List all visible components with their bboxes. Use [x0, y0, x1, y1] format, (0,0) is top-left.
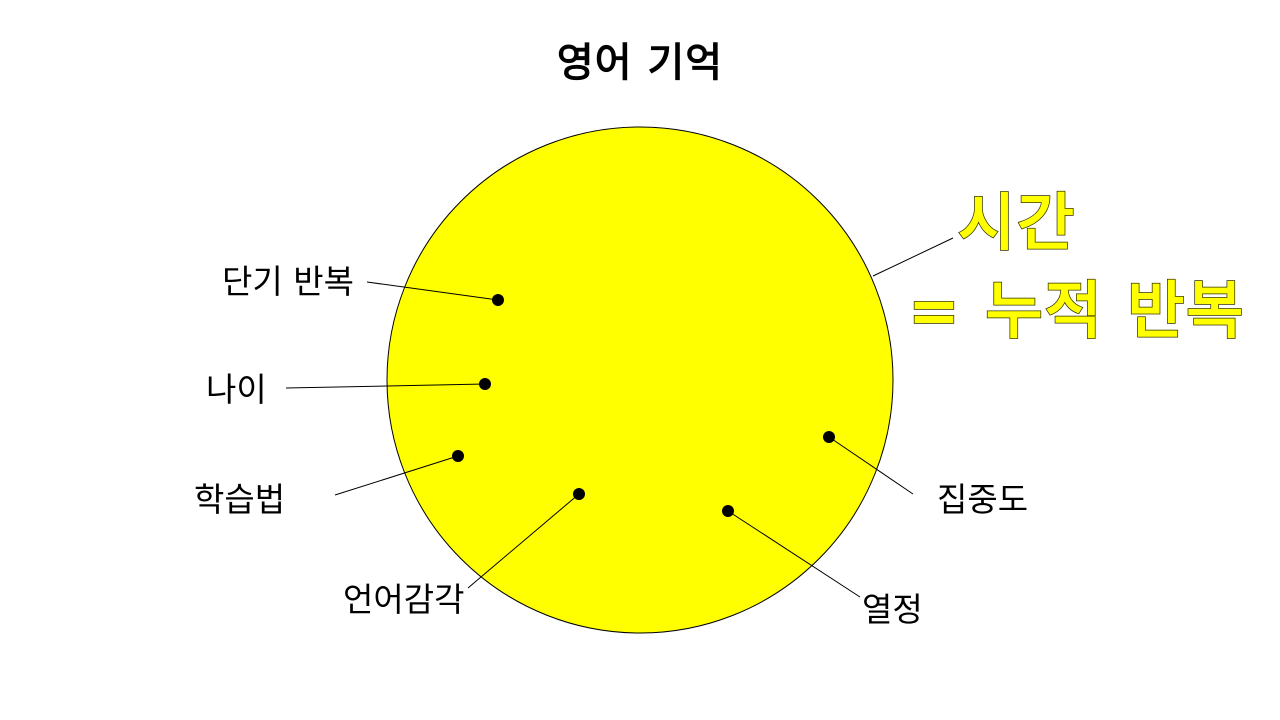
callout-leader-line [872, 237, 954, 277]
dot-age [479, 378, 491, 390]
callout-cumulative-repetition: = 누적 반복 [907, 274, 1246, 347]
factor-label-short-term-repetition: 단기 반복 [222, 262, 354, 301]
memory-circle [386, 126, 894, 634]
dot-short-term-repetition [492, 294, 504, 306]
slide-title: 영어 기억 [556, 40, 724, 86]
dot-language-sense [573, 488, 585, 500]
factor-label-age: 나이 [206, 370, 267, 409]
leader-line-language-sense [467, 493, 580, 589]
leader-line-concentration [828, 436, 914, 495]
leader-line-passion [727, 510, 861, 598]
dot-study-method [452, 450, 464, 462]
leader-line-study-method [334, 455, 459, 496]
factor-label-language-sense: 언어감각 [343, 580, 465, 619]
dot-passion [722, 505, 734, 517]
callout-time: 시간 [957, 186, 1077, 259]
factor-label-concentration: 집중도 [937, 480, 1029, 519]
factor-label-passion: 열정 [862, 590, 923, 629]
factor-label-study-method: 학습법 [194, 480, 286, 519]
leader-line-short-term-repetition [366, 281, 499, 301]
leader-line-age [285, 383, 486, 389]
dot-concentration [823, 431, 835, 443]
